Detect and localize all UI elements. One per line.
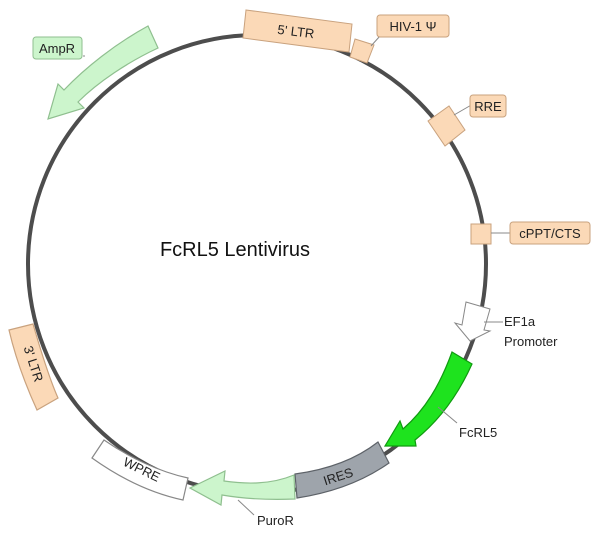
feature-ampr-label: AmpR: [39, 41, 75, 56]
feature-fcrl5-label: FcRL5: [459, 425, 497, 440]
feature-hiv-psi[interactable]: HIV-1 Ψ: [349, 14, 450, 64]
feature-rre-label-box: [469, 94, 507, 118]
feature-cppt-cts-shape: [470, 223, 492, 245]
feature-wpre-shape: [91, 439, 189, 501]
feature-cppt-cts-label-box: [509, 221, 591, 245]
feature-puror-shape: [188, 469, 296, 506]
feature-hiv-psi-label-box: [376, 14, 450, 38]
feature-5-ltr[interactable]: 5' LTR: [242, 9, 353, 53]
feature-ampr-shape: [47, 25, 159, 120]
feature-cppt-cts-label: cPPT/CTS: [519, 226, 581, 241]
feature-3-ltr[interactable]: 3' LTR: [8, 323, 59, 411]
feature-3-ltr-shape: [8, 323, 59, 411]
feature-hiv-psi-shape: [349, 38, 375, 64]
feature-fcrl5[interactable]: FcRL5: [383, 351, 497, 447]
feature-hiv-psi-label: HIV-1 Ψ: [390, 19, 437, 34]
feature-ampr-label-box: [32, 36, 83, 60]
feature-ef1a-promoter-shape: [453, 301, 492, 342]
feature-ef1a-promoter[interactable]: EF1a Promoter: [453, 301, 558, 349]
feature-fcrl5-leader: [437, 406, 458, 424]
feature-5-ltr-shape: [242, 9, 353, 53]
feature-ampr[interactable]: AmpR: [32, 25, 159, 120]
feature-cppt-cts[interactable]: cPPT/CTS: [470, 221, 591, 245]
feature-fcrl5-shape: [383, 351, 473, 447]
feature-puror-label: PuroR: [257, 513, 294, 528]
feature-puror-leader: [237, 499, 255, 516]
feature-hiv-psi-leader: [370, 35, 381, 47]
feature-rre[interactable]: RRE: [427, 94, 507, 147]
feature-5-ltr-label: 5' LTR: [277, 22, 315, 41]
feature-rre-shape: [427, 105, 466, 147]
feature-puror[interactable]: PuroR: [188, 469, 296, 528]
feature-wpre[interactable]: WPRE: [91, 439, 189, 501]
feature-ef1a-promoter-label-line2: Promoter: [504, 334, 558, 349]
feature-ires[interactable]: IRES: [294, 441, 390, 499]
plasmid-title: FcRL5 Lentivirus: [160, 239, 310, 261]
feature-ires-shape: [294, 441, 390, 499]
feature-ef1a-promoter-label-line1: EF1a: [504, 314, 536, 329]
feature-rre-label: RRE: [474, 99, 502, 114]
